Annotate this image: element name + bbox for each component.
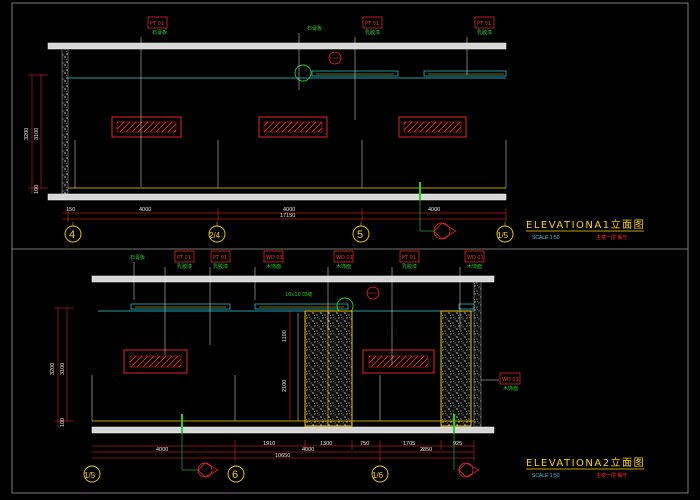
a1-total-width: 17150 <box>280 213 295 219</box>
a2-tag-6: WD 01 木饰面 <box>464 250 485 270</box>
a2-tag-3-code: WD 01 <box>266 255 283 261</box>
a2-side-tag-code: WD 01 <box>502 377 519 383</box>
a2-dim-seg-4: 925 <box>453 441 462 447</box>
a2-tag-5: PT 01 乳胶漆 <box>399 250 420 270</box>
a2-tag-2: PT 01 乳胶漆 <box>210 250 231 270</box>
a2-door-top: 1100 <box>282 330 288 342</box>
a2-grid-6: 6 <box>232 469 238 481</box>
a2-tag-2-label: 乳胶漆 <box>213 263 228 270</box>
a1-subtitle: 主楼一层 餐厅 <box>596 234 627 241</box>
a2-height-total: 3200 <box>50 363 56 375</box>
a2-dim-low-0: 4000 <box>156 447 168 453</box>
a2-tag-4-code: WD 01 <box>336 255 353 261</box>
elevation-a2: 1100 2100 石膏板 PT 01 乳胶漆 PT 01 乳胶漆 WD 01 … <box>50 250 645 483</box>
a2-tag-1: PT 01 乳胶漆 <box>174 250 195 270</box>
a1-scale: SCALE 1:50 <box>532 235 560 241</box>
a1-tag-2-label: 乳胶漆 <box>365 29 380 36</box>
a1-height-inner: 3100 <box>34 128 40 140</box>
a1-panel-3 <box>398 116 467 138</box>
a2-dim-seg-0: 1910 <box>263 441 275 447</box>
a1-dim-2: 4000 <box>283 207 295 213</box>
a1-panel-1 <box>111 116 182 138</box>
a2-subtitle: 主楼一层 餐厅 <box>596 472 627 479</box>
a2-dim-seg-2: 750 <box>360 441 369 447</box>
a2-side-tag-label: 木饰面 <box>503 385 518 392</box>
a2-tag-5-code: PT 01 <box>402 255 416 261</box>
a1-tag-3-label: 乳胶漆 <box>477 29 492 36</box>
a2-ceiling-slab <box>91 275 495 283</box>
a1-left-wall <box>61 48 69 195</box>
drawing-frame <box>11 2 689 494</box>
a1-dim-0: 150 <box>66 207 75 213</box>
a2-light-trough-1 <box>130 303 231 310</box>
a1-callout-label: 石膏板 <box>307 25 322 32</box>
a2-dim-low-2: 2850 <box>420 447 432 453</box>
a2-total-width: 10650 <box>275 453 290 459</box>
a2-grid-1-6: 1/6 <box>372 471 384 480</box>
a1-grid-bubbles: 4 2/4 5 1/5 <box>64 222 514 243</box>
a2-height-base: 100 <box>60 418 66 427</box>
a2-stone-door <box>304 310 353 427</box>
a2-tag-1-label: 乳胶漆 <box>177 263 192 270</box>
a1-grid-4: 4 <box>69 229 75 241</box>
a2-dim-seg-1: 1300 <box>320 441 332 447</box>
a2-height-inner: 3100 <box>60 363 66 375</box>
a2-grid-bubbles: 1/5 6 1/6 <box>83 465 389 483</box>
a2-right-wall <box>473 281 482 428</box>
a2-door-height: 2100 <box>282 380 288 392</box>
elevation-a1: PT 01 石膏板 石膏板 PT 01 乳胶漆 PT 01 乳胶漆 3200 3… <box>24 16 645 243</box>
a1-dim-3: 4000 <box>428 207 440 213</box>
a1-detail-callout <box>294 64 312 82</box>
a2-grid-1-5: 1/5 <box>84 471 96 480</box>
a1-tag-1-code: PT 01 <box>150 21 164 27</box>
a1-height-total: 3200 <box>24 128 30 140</box>
a1-grid-2-4: 2/4 <box>209 231 221 240</box>
a2-tag-6-label: 木饰面 <box>467 263 482 270</box>
a1-grid-1-5: 1/5 <box>497 231 509 240</box>
a1-dim-1: 4000 <box>139 207 151 213</box>
a2-panel-2 <box>362 349 435 374</box>
a2-door-label: 10x10 凹缝 <box>285 291 312 298</box>
a2-scale: SCALE 1:50 <box>532 473 560 479</box>
a1-tag-1-label: 石膏板 <box>152 29 167 36</box>
a1-tag-3-code: PT 01 <box>477 21 491 27</box>
a2-dim-seg-3: 1705 <box>403 441 415 447</box>
a2-section-arrow-2 <box>453 433 480 478</box>
a2-light-trough-2 <box>254 303 349 310</box>
a2-section-arrow-1 <box>181 433 219 478</box>
a2-floor-slab <box>91 426 495 434</box>
a2-tag-3-label: 木饰面 <box>266 263 281 270</box>
a2-title: ELEVATIONA2立面图 <box>526 456 645 469</box>
a1-title: ELEVATIONA1立面图 <box>526 218 645 231</box>
a2-tag-6-code: WD 01 <box>467 255 484 261</box>
a1-tag-1: PT 01 石膏板 <box>147 16 168 36</box>
a1-height-base: 100 <box>34 185 40 194</box>
a2-tag-0-label: 石膏板 <box>130 254 145 261</box>
a2-tag-5-label: 乳胶漆 <box>402 263 417 270</box>
a1-light-trough-2 <box>423 70 507 77</box>
a1-grid-5: 5 <box>357 229 363 241</box>
a2-stone-column <box>440 310 472 427</box>
a1-floor-slab <box>47 193 507 201</box>
a1-tag-3: PT 01 乳胶漆 <box>474 16 495 36</box>
a2-tag-4-label: 木饰面 <box>336 263 351 270</box>
a2-dim-low-1: 4000 <box>302 447 314 453</box>
a2-tag-2-code: PT 01 <box>213 255 227 261</box>
a1-section-arrow <box>419 200 457 240</box>
a1-ceiling-slab <box>47 42 507 50</box>
a2-side-tag: WD 01 木饰面 <box>481 372 521 392</box>
a1-panel-2 <box>258 116 328 138</box>
a2-tag-3: WD 01 木饰面 <box>263 250 284 270</box>
a2-tag-1-code: PT 01 <box>177 255 191 261</box>
a1-tag-2-code: PT 01 <box>365 21 379 27</box>
a2-tag-4: WD 01 木饰面 <box>333 250 354 270</box>
a1-tag-2: PT 01 乳胶漆 <box>362 16 383 36</box>
a2-panel-1 <box>123 349 188 374</box>
